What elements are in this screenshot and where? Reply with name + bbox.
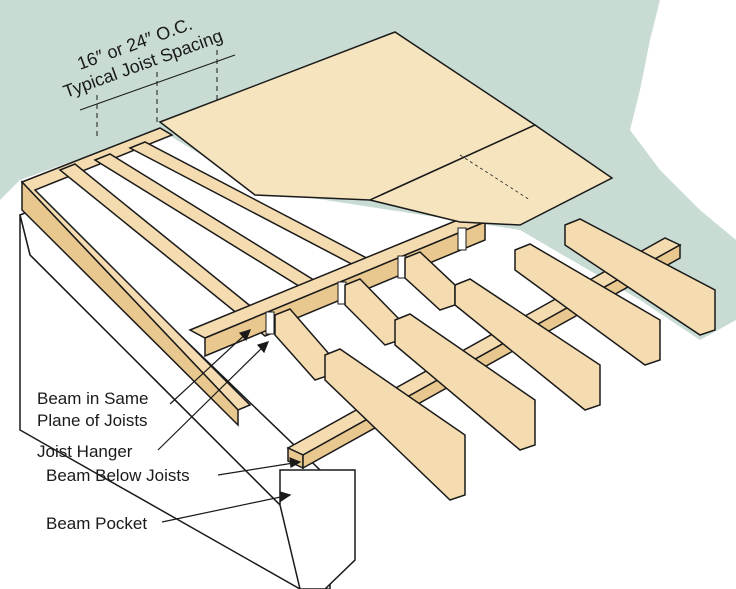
callout-leaders bbox=[157, 329, 302, 523]
callout-labels: Beam in Same Plane of Joists Joist Hange… bbox=[37, 389, 190, 533]
callout-beam-pocket: Beam Pocket bbox=[46, 514, 147, 533]
joist-hanger bbox=[265, 311, 275, 335]
rim-joist-face bbox=[21, 180, 239, 427]
callout-beam-in-same: Beam in Same bbox=[37, 389, 149, 408]
plywood-seam bbox=[459, 154, 531, 201]
arrowhead bbox=[279, 491, 292, 503]
joist-right-7 bbox=[514, 243, 661, 366]
leader-beam-in-plane bbox=[169, 329, 251, 405]
joist-right-6 bbox=[454, 278, 601, 411]
joist-hanger bbox=[457, 227, 467, 251]
beam-pocket-pier bbox=[279, 469, 356, 589]
joists-right bbox=[274, 218, 716, 501]
joist-right-3 bbox=[344, 278, 401, 346]
joist-right-8 bbox=[564, 218, 716, 336]
callout-beam-below-joists: Beam Below Joists bbox=[46, 466, 190, 485]
joist-right-1 bbox=[274, 308, 331, 381]
leader-joist-hanger bbox=[157, 341, 269, 451]
subfloor-sheathing bbox=[158, 31, 614, 226]
joist-right-2 bbox=[324, 348, 466, 501]
leader-beam-below bbox=[217, 461, 301, 476]
joist-right-5 bbox=[404, 251, 456, 311]
callout-joist-hanger: Joist Hanger bbox=[37, 442, 133, 461]
rim-joist bbox=[20, 127, 252, 427]
joist-right-4 bbox=[394, 313, 536, 451]
arrowhead bbox=[256, 341, 270, 354]
arrowhead bbox=[289, 457, 302, 468]
leader-beam-pocket bbox=[161, 494, 291, 523]
callout-plane-of-joists: Plane of Joists bbox=[37, 411, 148, 430]
arrowhead bbox=[238, 329, 252, 342]
